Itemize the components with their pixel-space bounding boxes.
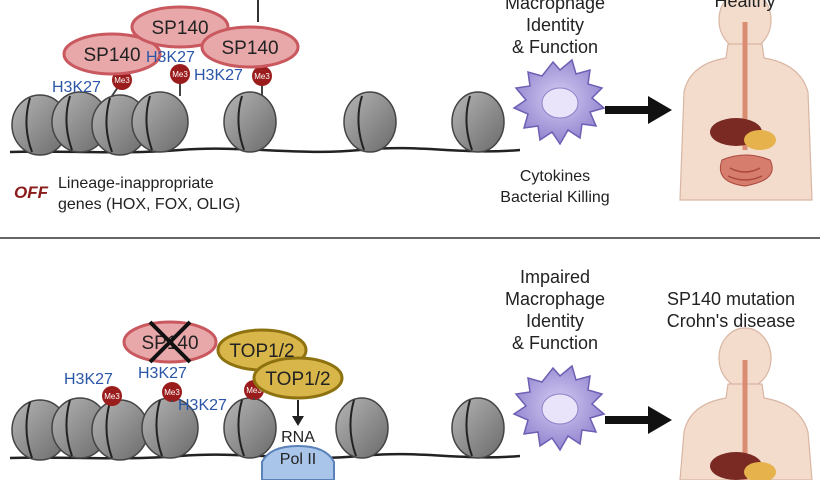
human-body-icon-bottom <box>679 327 813 480</box>
sp140-proteins-top: SP140 SP140 SP140 <box>62 0 300 76</box>
macrophage-title-line2: Identity <box>525 15 585 35</box>
methyl-text: Me3 <box>104 392 120 401</box>
nucleosome-cluster-bottom <box>11 397 505 461</box>
methyl-text: Me3 <box>246 386 262 395</box>
macrophage-cell-top <box>512 58 606 146</box>
cross-icon <box>148 320 192 364</box>
sp140-label: SP140 <box>83 45 140 66</box>
sp140-mutated: SP140 <box>122 320 218 364</box>
top-panel: Me3 Me3 Me3 SP140 SP140 SP140 H3K27 H3K2… <box>9 0 813 201</box>
nucleosome-cluster-top <box>11 91 505 156</box>
impaired-line4: & Function <box>511 333 599 353</box>
dna-strand-bottom <box>9 452 521 460</box>
macrophage-title-line3: & Function <box>511 37 599 57</box>
genes-label-line1: Lineage-inappropriate <box>58 175 214 192</box>
dna-strand-top <box>9 146 521 154</box>
off-label: OFF <box>14 183 48 202</box>
methyl-text: Me3 <box>254 72 270 81</box>
sp140-label: SP140 <box>151 18 208 39</box>
healthy-label: Healthy <box>714 0 776 11</box>
genes-label-line2: genes (HOX, FOX, OLIG) <box>58 196 241 213</box>
h3k27-label: H3K27 <box>52 79 101 96</box>
arrow-icon <box>605 406 672 434</box>
top-label: TOP1/2 <box>265 369 330 390</box>
methyl-text: Me3 <box>172 70 188 79</box>
methyl-text: Me3 <box>164 388 180 397</box>
h3k27-label: H3K27 <box>178 397 227 414</box>
mutation-label: SP140 mutation <box>666 289 796 309</box>
cytokines-label: Cytokines <box>519 168 591 185</box>
rna-label: RNA <box>281 429 315 446</box>
h3k27-label: H3K27 <box>138 365 187 382</box>
impaired-line3: Identity <box>525 311 585 331</box>
crohns-label: Crohn's disease <box>666 311 796 331</box>
macrophage-title-line1: Macrophage <box>504 0 606 13</box>
histone-labels-bottom: H3K27 H3K27 H3K27 <box>64 365 227 414</box>
bacterial-killing-label: Bacterial Killing <box>500 189 610 206</box>
bottom-panel: Me3 Me3 Me3 SP140 TOP1/2 TOP1/2 H3K27 H3… <box>9 320 813 480</box>
arrow-icon <box>605 96 672 124</box>
human-body-icon-top <box>679 0 813 201</box>
top-enzymes: TOP1/2 TOP1/2 <box>216 328 344 426</box>
methyl-text: Me3 <box>114 76 130 85</box>
methyl-marks-bottom: Me3 Me3 Me3 <box>102 380 264 406</box>
rna-polymerase: RNA Pol II <box>261 429 335 480</box>
macrophage-cell-bottom <box>512 364 606 452</box>
impaired-line2: Macrophage <box>504 289 606 309</box>
h3k27-label: H3K27 <box>146 49 195 66</box>
pol-label: Pol II <box>280 451 316 468</box>
top-label: TOP1/2 <box>229 341 294 362</box>
impaired-line1: Impaired <box>519 267 591 287</box>
histone-labels-top: H3K27 H3K27 H3K27 <box>52 49 243 96</box>
h3k27-label: H3K27 <box>194 67 243 84</box>
methyl-marks-top: Me3 Me3 Me3 <box>111 64 272 97</box>
h3k27-label: H3K27 <box>64 371 113 388</box>
sp140-label: SP140 <box>221 38 278 59</box>
